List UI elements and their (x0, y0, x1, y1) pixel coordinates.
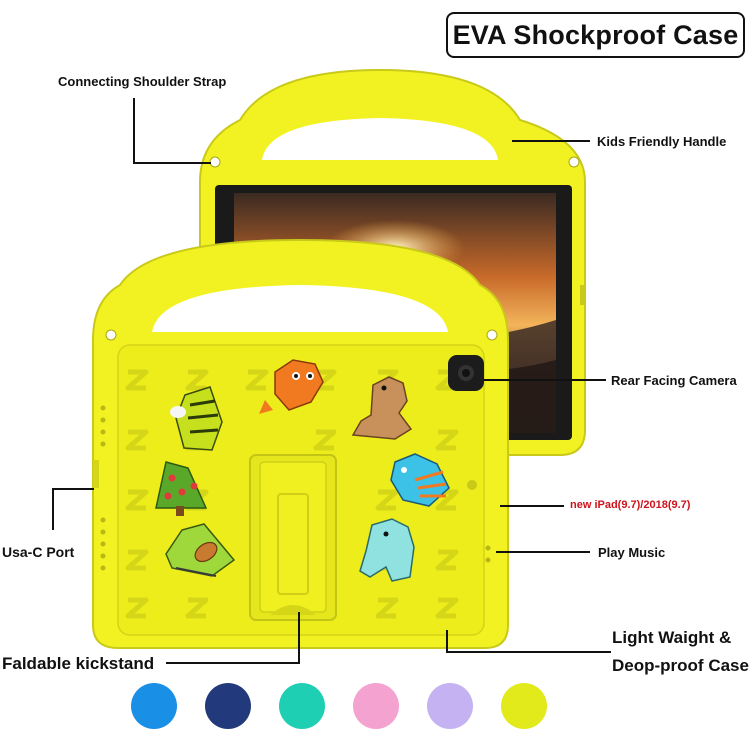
page-title: EVA Shockproof Case (446, 12, 745, 58)
kickstand (249, 454, 337, 621)
weight-line-v (446, 630, 448, 652)
callout-shoulder-strap: Connecting Shoulder Strap (58, 74, 227, 89)
front-case (92, 238, 509, 649)
callout-music: Play Music (598, 545, 666, 560)
callout-camera: Rear Facing Camera (611, 373, 737, 388)
usb-line-v (52, 488, 54, 530)
color-swatch[interactable] (279, 683, 325, 729)
color-swatch[interactable] (501, 683, 547, 729)
callout-light-weight-1: Light Waight & (612, 628, 732, 647)
usb-line-h (52, 488, 94, 490)
camera-icon (448, 355, 484, 391)
product-illustration (92, 68, 586, 649)
callout-kickstand: Faldable kickstand (2, 654, 155, 673)
tiger-icon (170, 386, 223, 451)
strap-line-v (133, 98, 135, 164)
music-line (496, 551, 590, 553)
kickstand-line-v (298, 612, 300, 664)
callout-light-weight-2: Deop-proof Case (612, 656, 749, 675)
camera-line (484, 379, 606, 381)
compat-line (500, 505, 564, 507)
callout-compat: new iPad(9.7)/2018(9.7) (570, 499, 691, 511)
color-swatch[interactable] (427, 683, 473, 729)
elephant-icon (359, 518, 415, 582)
color-swatch[interactable] (205, 683, 251, 729)
fox-icon (259, 359, 324, 414)
kangaroo-icon (351, 376, 413, 440)
tree-icon (155, 461, 208, 516)
kickstand-line-h (166, 662, 300, 664)
bird-icon (390, 453, 450, 507)
callout-handle: Kids Friendly Handle (597, 134, 727, 149)
handle-line (512, 140, 590, 142)
color-options (0, 683, 750, 731)
color-swatch[interactable] (131, 683, 177, 729)
strap-line-h (133, 162, 211, 164)
weight-line-h (446, 651, 611, 653)
color-swatch[interactable] (353, 683, 399, 729)
callout-usb-port: Usa-C Port (2, 544, 75, 560)
violin-icon (165, 523, 236, 577)
